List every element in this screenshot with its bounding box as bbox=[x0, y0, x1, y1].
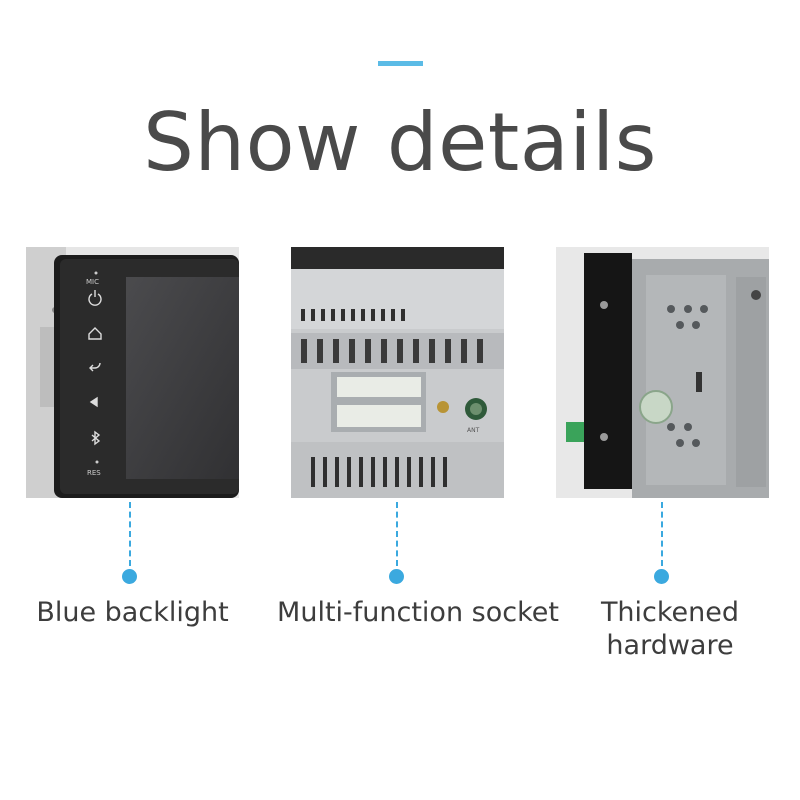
feature-label-hardware-line1: Thickened bbox=[600, 597, 740, 628]
connector-line-2 bbox=[396, 502, 398, 566]
page-title: Show details bbox=[143, 96, 657, 189]
feature-label-hardware: Thickened hardware bbox=[580, 596, 760, 662]
connector-dot-2 bbox=[389, 569, 404, 584]
accent-bar bbox=[378, 61, 423, 66]
ant-label: ANT bbox=[467, 427, 480, 434]
product-photo-backlight: MIC RES bbox=[26, 247, 239, 498]
reset-label: RES bbox=[87, 469, 101, 477]
feature-label-socket: Multi-function socket bbox=[277, 597, 559, 628]
product-photo-hardware bbox=[556, 247, 769, 498]
home-icon[interactable] bbox=[88, 327, 102, 340]
feature-label-backlight: Blue backlight bbox=[36, 597, 229, 628]
bluetooth-icon[interactable] bbox=[91, 430, 101, 446]
back-icon[interactable] bbox=[89, 362, 101, 372]
connector-line-3 bbox=[661, 502, 663, 566]
mic-label: MIC bbox=[86, 278, 99, 286]
connector-line-1 bbox=[129, 502, 131, 566]
product-photo-socket: ANT bbox=[291, 247, 504, 498]
connector-dot-3 bbox=[654, 569, 669, 584]
connector-dot-1 bbox=[122, 569, 137, 584]
volume-icon[interactable] bbox=[89, 396, 98, 408]
feature-label-hardware-line2: hardware bbox=[606, 630, 734, 661]
power-icon[interactable] bbox=[88, 290, 102, 306]
